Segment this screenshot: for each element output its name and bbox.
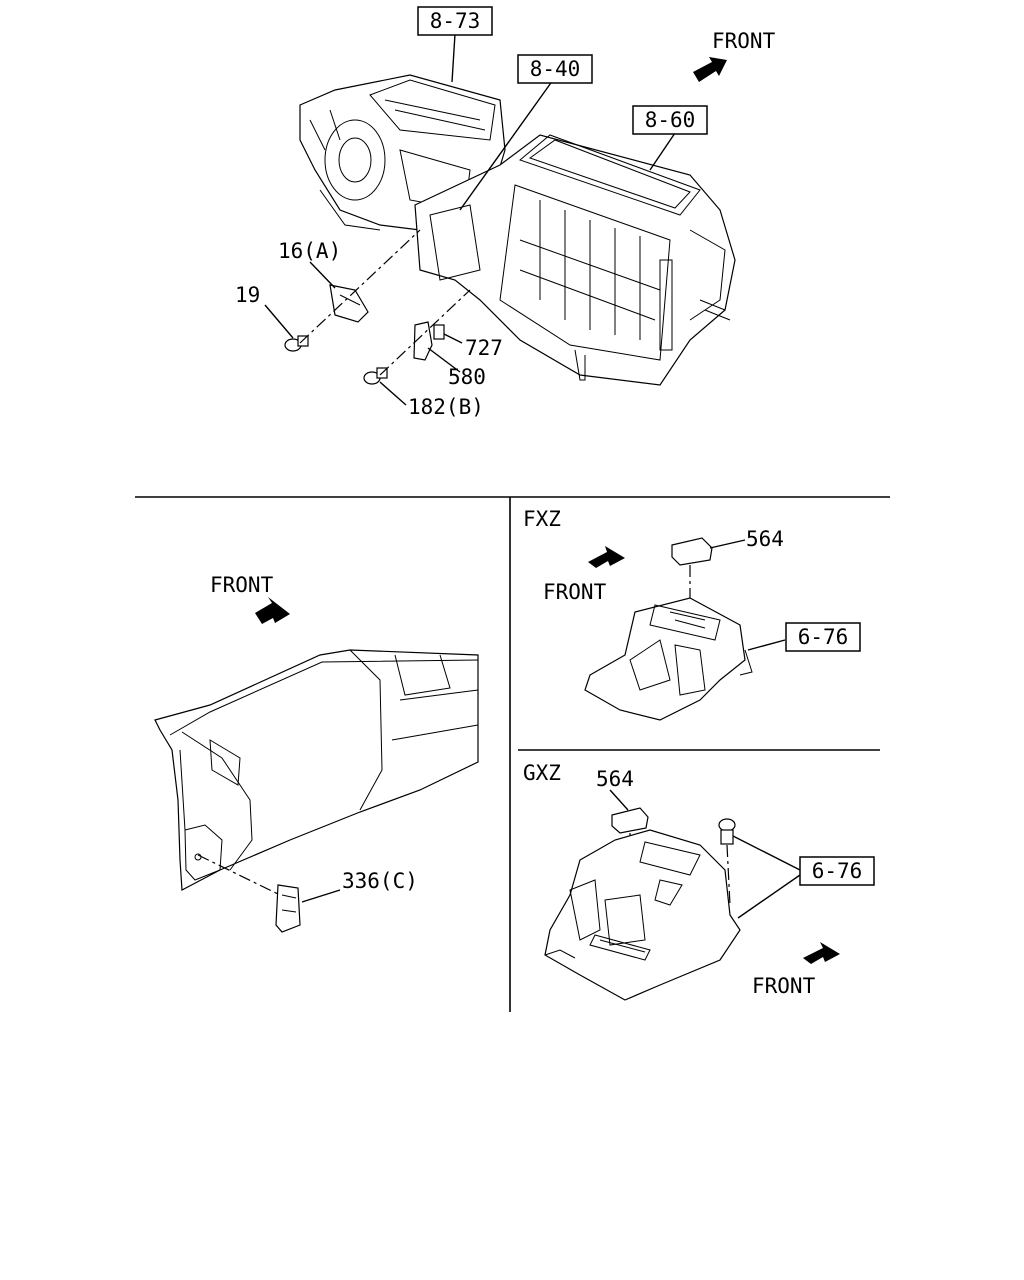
- front-arrow-icon: [693, 57, 727, 82]
- front-arrow-icon-gxz: [803, 942, 840, 964]
- console-gxz-drawing: [544, 829, 741, 1001]
- part-182b-label[interactable]: 182(B): [408, 395, 484, 419]
- ref-box-6-76-fxz[interactable]: [785, 622, 861, 652]
- part-19-label[interactable]: 19: [235, 283, 260, 307]
- clip-580-drawing: [413, 321, 445, 361]
- ref-label-6-76-gxz: 6-76: [812, 859, 863, 883]
- cap-564-fxz-drawing: [671, 537, 713, 566]
- ref-label-6-76-fxz: 6-76: [798, 625, 849, 649]
- part-16a-label[interactable]: 16(A): [278, 239, 341, 263]
- gxz-title: GXZ: [523, 761, 561, 785]
- ref-label-8-60: 8-60: [645, 108, 696, 132]
- part-336c-label[interactable]: 336(C): [342, 869, 418, 893]
- clip-336c-drawing: [275, 884, 301, 933]
- ref-box-8-40[interactable]: [517, 54, 593, 84]
- ref-box-8-60[interactable]: [632, 105, 708, 135]
- front-label-left: FRONT: [210, 573, 274, 597]
- fxz-title: FXZ: [523, 507, 561, 531]
- front-label-fxz: FRONT: [543, 580, 607, 604]
- gxz-panel: GXZ 564 6-76 FRONT: [523, 761, 875, 1001]
- ref-box-8-73[interactable]: [417, 6, 493, 36]
- bracket-16a-drawing: [329, 284, 369, 323]
- part-564-fxz-label[interactable]: 564: [746, 527, 784, 551]
- part-564-gxz-label[interactable]: 564: [596, 767, 634, 791]
- dashboard-drawing: [154, 649, 479, 891]
- ref-box-6-76-gxz[interactable]: [799, 856, 875, 886]
- ref-label-8-40: 8-40: [530, 57, 581, 81]
- part-580-label[interactable]: 580: [448, 365, 486, 389]
- screw-gxz-drawing: [718, 818, 736, 845]
- cap-564-gxz-drawing: [611, 807, 649, 834]
- console-fxz-drawing: [584, 597, 753, 721]
- left-panel: FRONT 336(C): [154, 573, 479, 933]
- front-arrow-icon-left: [255, 597, 290, 624]
- front-label-gxz: FRONT: [752, 974, 816, 998]
- hvac-assembly-drawing: [264, 33, 736, 406]
- front-arrow-icon-fxz: [588, 546, 625, 568]
- part-727-label[interactable]: 727: [465, 336, 503, 360]
- ref-label-8-73: 8-73: [430, 9, 481, 33]
- front-label-top: FRONT: [712, 29, 776, 53]
- screw-19-drawing: [284, 335, 309, 352]
- heater-unit-drawing: [414, 134, 736, 386]
- screw-182b-drawing: [363, 367, 388, 385]
- fxz-panel: FXZ FRONT 564 6-76: [523, 507, 861, 721]
